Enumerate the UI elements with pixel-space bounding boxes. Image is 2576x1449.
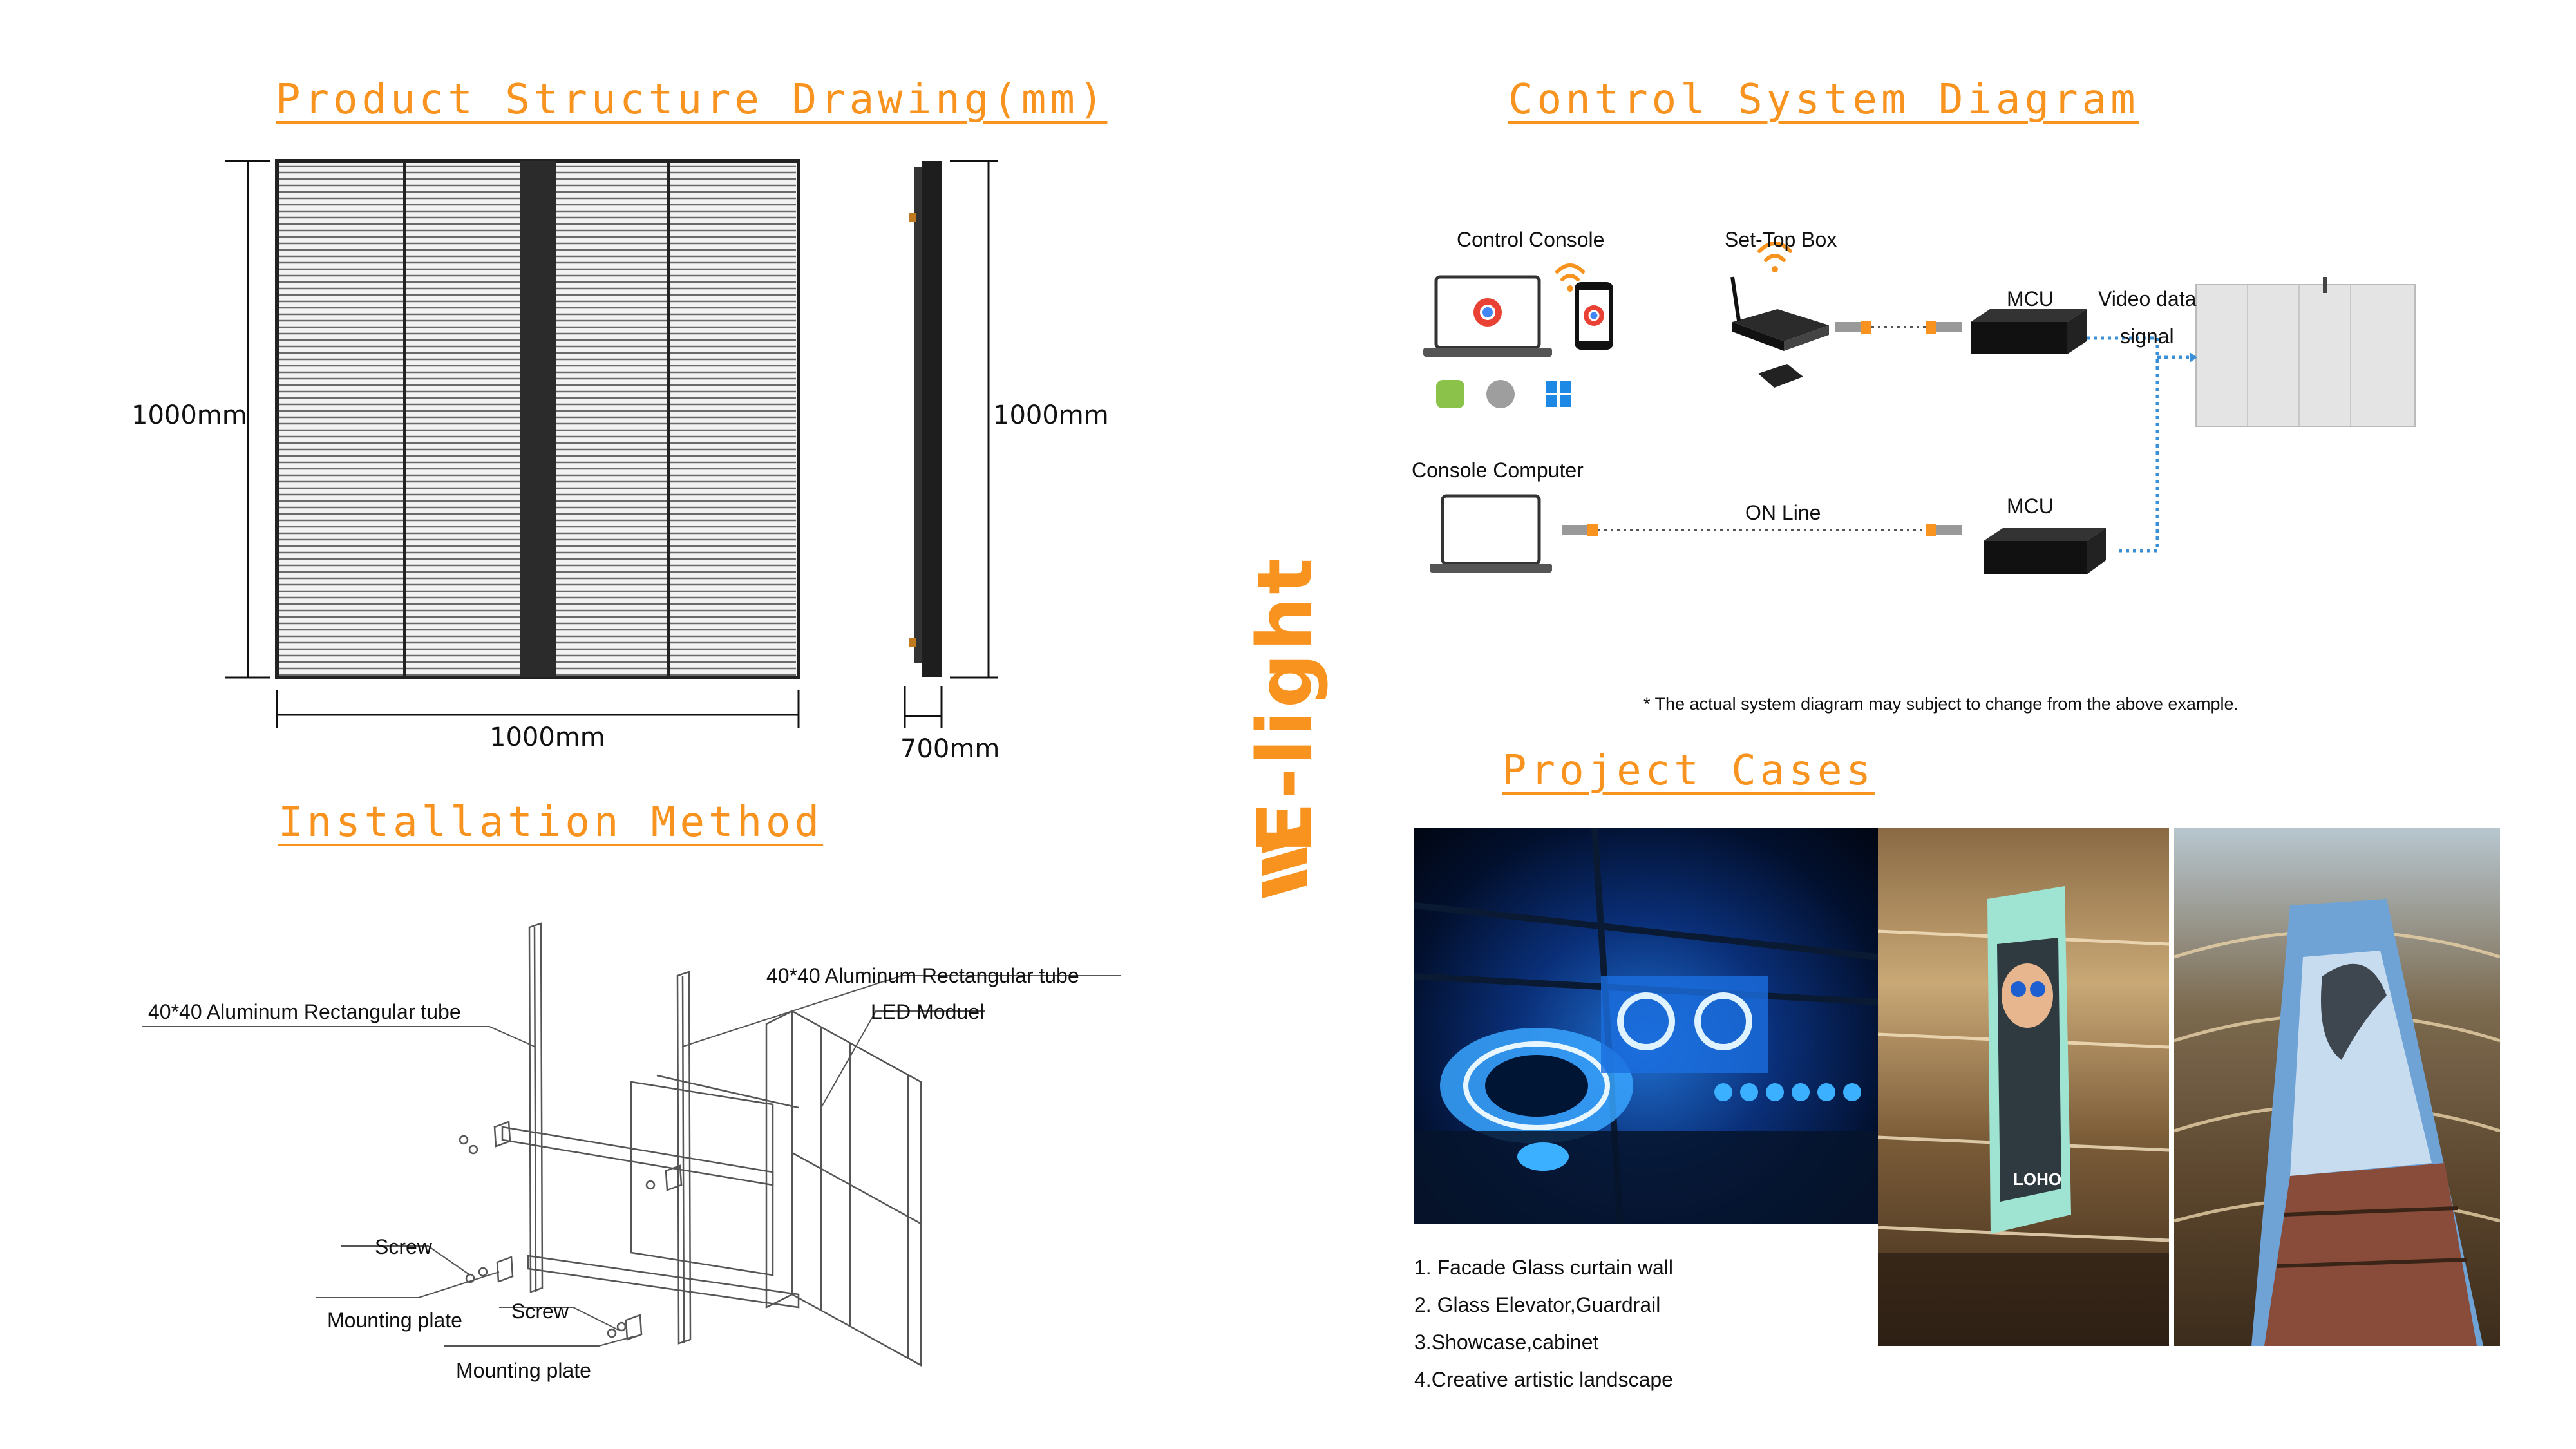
height-right-label: 1000mm	[993, 401, 1109, 430]
case-item-2: 2. Glass Elevator,Guardrail	[1414, 1293, 1661, 1316]
case-item-4: 4.Creative artistic landscape	[1414, 1368, 1673, 1391]
cases-title: Project Cases	[1502, 747, 1875, 795]
height-left-label: 1000mm	[131, 401, 247, 430]
case-item-1: 1. Facade Glass curtain wall	[1414, 1256, 1673, 1279]
control-console-label: Control Console	[1457, 228, 1605, 251]
mcu-top-label: MCU	[2007, 287, 2054, 310]
depth-bottom-label: 700mm	[900, 734, 1000, 764]
screen-brand-text: LOHO	[2013, 1170, 2062, 1189]
side-view-drawing	[904, 160, 998, 728]
laptop-icon	[1423, 275, 1552, 357]
set-top-box-label: Set-Top Box	[1725, 228, 1837, 251]
mounting-plate-label-2: Mounting plate	[456, 1359, 591, 1382]
width-bottom-label: 1000mm	[489, 723, 605, 752]
mounting-plate-label-1: Mounting plate	[327, 1309, 462, 1332]
installation-diagram	[142, 922, 1121, 1367]
case-item-3: 3.Showcase,cabinet	[1414, 1331, 1599, 1354]
screw-label-2: Screw	[511, 1300, 569, 1323]
tube-right-label: 40*40 Aluminum Rectangular tube	[766, 964, 1079, 987]
structure-title: Product Structure Drawing(mm)	[276, 76, 1108, 124]
brand-logo-text: E-light	[1240, 555, 1329, 854]
case-photo-stage	[1414, 828, 1878, 1224]
mcu-bottom-label: MCU	[2007, 495, 2054, 518]
system-diagram-note: * The actual system diagram may subject …	[1643, 694, 2239, 714]
led-module-label: LED Moduel	[871, 1000, 985, 1023]
tube-left-label: 40*40 Aluminum Rectangular tube	[148, 1000, 461, 1023]
on-line-label: ON Line	[1745, 501, 1821, 524]
console-computer-label: Console Computer	[1412, 459, 1584, 482]
video-data-label: Video data	[2098, 287, 2197, 310]
control-title: Control System Diagram	[1508, 76, 2139, 124]
signal-label: signal	[2120, 325, 2174, 348]
control-diagram	[1423, 242, 2416, 574]
screw-label-1: Screw	[375, 1235, 432, 1258]
case-photo-mall-vertical: LOHO	[1878, 828, 2169, 1346]
case-photo-atrium	[2174, 828, 2500, 1346]
brand-logo	[1262, 824, 1307, 898]
install-title: Installation Method	[278, 799, 824, 846]
front-view-drawing	[225, 159, 800, 728]
